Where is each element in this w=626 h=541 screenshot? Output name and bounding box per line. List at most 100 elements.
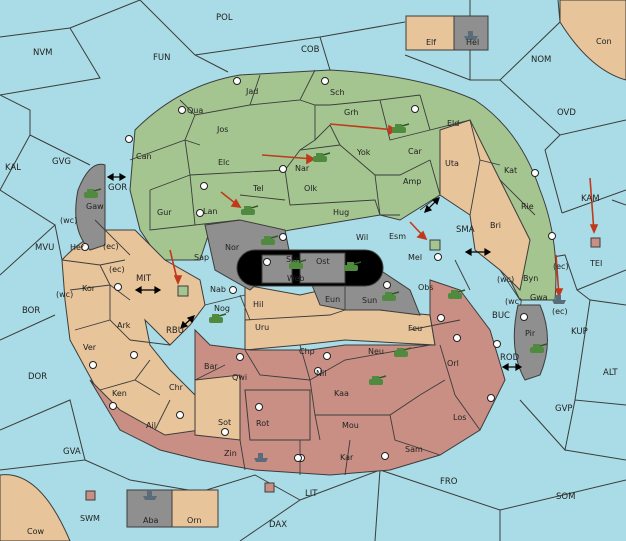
label-tel: Tel xyxy=(252,184,264,193)
label-elc: Elc xyxy=(218,158,230,167)
label-fro: FRO xyxy=(440,477,458,487)
label-ark: Ark xyxy=(117,321,131,330)
label-hug: Hug xyxy=(333,208,349,217)
mit-marker xyxy=(177,285,189,297)
label-pol: POL xyxy=(216,13,233,23)
label-buc: BUC xyxy=(492,311,510,321)
order-arrows xyxy=(169,123,599,299)
label-gaw: Gaw xyxy=(86,202,104,211)
label-qwi: Qwi xyxy=(232,373,247,382)
label-cob: COB xyxy=(301,45,320,55)
orn-territory[interactable] xyxy=(171,489,219,528)
label-nvm: NVM xyxy=(33,48,53,58)
army-unit xyxy=(209,313,227,323)
land-labels: Con Elf Hel TEI Cow SWM Aba Orn Jad Sch … xyxy=(27,37,612,536)
army-unit xyxy=(241,205,259,215)
label-grh: Grh xyxy=(344,108,358,117)
fleet-unit xyxy=(464,31,478,40)
label-olk: Olk xyxy=(304,184,318,193)
label-web: Web xyxy=(287,274,304,283)
coast-connectors xyxy=(106,172,523,372)
label-cow: Cow xyxy=(27,527,44,536)
label-gvg: GVG xyxy=(52,157,71,167)
army-unit xyxy=(448,289,466,299)
label-tei: TEI xyxy=(589,259,602,268)
label-nog: Nog xyxy=(214,304,230,313)
label-her: Her xyxy=(70,243,85,252)
label-rot: Rot xyxy=(256,419,269,428)
swm-marker xyxy=(85,490,96,501)
army-unit xyxy=(530,343,548,353)
label-hel: Hel xyxy=(466,38,479,47)
label-yok: Yok xyxy=(356,148,371,157)
label-uru: Uru xyxy=(255,323,269,332)
label-orl: Orl xyxy=(447,359,459,368)
label-aba: Aba xyxy=(143,516,159,525)
fleet-unit xyxy=(552,295,566,304)
label-los: Los xyxy=(453,413,466,422)
label-sun: Sun xyxy=(362,296,377,305)
label-amp: Amp xyxy=(403,177,421,186)
label-jad: Jad xyxy=(245,87,258,96)
label-kat: Kat xyxy=(504,166,517,175)
label-mvu: MVU xyxy=(35,243,54,253)
label-sam: Sam xyxy=(405,445,423,454)
fleet-unit xyxy=(254,453,268,462)
label-pir: Pir xyxy=(525,329,536,338)
label-elf: Elf xyxy=(426,38,436,47)
label-kal: KAL xyxy=(5,163,21,173)
label-rbu: RBU xyxy=(166,326,184,336)
label-alt: ALT xyxy=(603,368,618,378)
label-can: Can xyxy=(136,152,152,161)
label-bar: Bar xyxy=(204,362,218,371)
label-ver: Ver xyxy=(83,343,97,352)
mel-marker xyxy=(429,239,441,251)
army-unit xyxy=(394,347,412,357)
army-unit xyxy=(261,235,279,245)
lit-marker xyxy=(264,482,275,493)
label-sma: SMA xyxy=(456,225,475,235)
label-nom: NOM xyxy=(531,55,551,65)
label-rod: ROD xyxy=(500,353,520,363)
label-chp: Chp xyxy=(299,347,315,356)
label-wil: Wil xyxy=(356,233,368,242)
label-chr: Chr xyxy=(169,383,184,392)
supply-centers xyxy=(81,77,556,462)
label-kar: Kar xyxy=(340,453,354,462)
label-zin: Zin xyxy=(224,449,237,458)
label-nor: Nor xyxy=(225,243,240,252)
label-mit: MIT xyxy=(136,274,152,284)
label-wc-byn: (wc) xyxy=(497,275,514,284)
elf-territory[interactable] xyxy=(405,15,455,51)
label-feu: Feu xyxy=(408,324,422,333)
label-ken: Ken xyxy=(112,389,127,398)
label-kup: KUP xyxy=(571,327,588,337)
label-nil: Nil xyxy=(316,369,326,378)
label-wc-her: (wc) xyxy=(60,216,77,225)
army-unit xyxy=(313,152,331,162)
army-unit xyxy=(84,188,102,198)
label-gva: GVA xyxy=(63,447,81,457)
label-ost: Ost xyxy=(316,257,330,266)
army-unit xyxy=(382,291,400,301)
label-ovd: OVD xyxy=(557,108,576,118)
label-gur: Gur xyxy=(157,208,172,217)
label-neu: Neu xyxy=(368,347,384,356)
label-ec-kor: (ec) xyxy=(109,265,125,274)
army-units xyxy=(84,123,548,385)
fleet-unit xyxy=(143,491,157,500)
label-skr: Skr xyxy=(286,255,300,264)
label-rie: Rie xyxy=(521,202,534,211)
label-ail: Ail xyxy=(146,421,156,430)
label-gvp: GVP xyxy=(555,404,573,414)
label-kor: Kor xyxy=(82,284,96,293)
label-kaa: Kaa xyxy=(334,389,349,398)
army-unit xyxy=(369,375,387,385)
label-som: SOM xyxy=(556,492,575,502)
label-eld: Eld xyxy=(447,119,459,128)
label-kam: KAM xyxy=(581,194,600,204)
tei-marker xyxy=(590,237,601,248)
label-orn: Orn xyxy=(187,516,202,525)
